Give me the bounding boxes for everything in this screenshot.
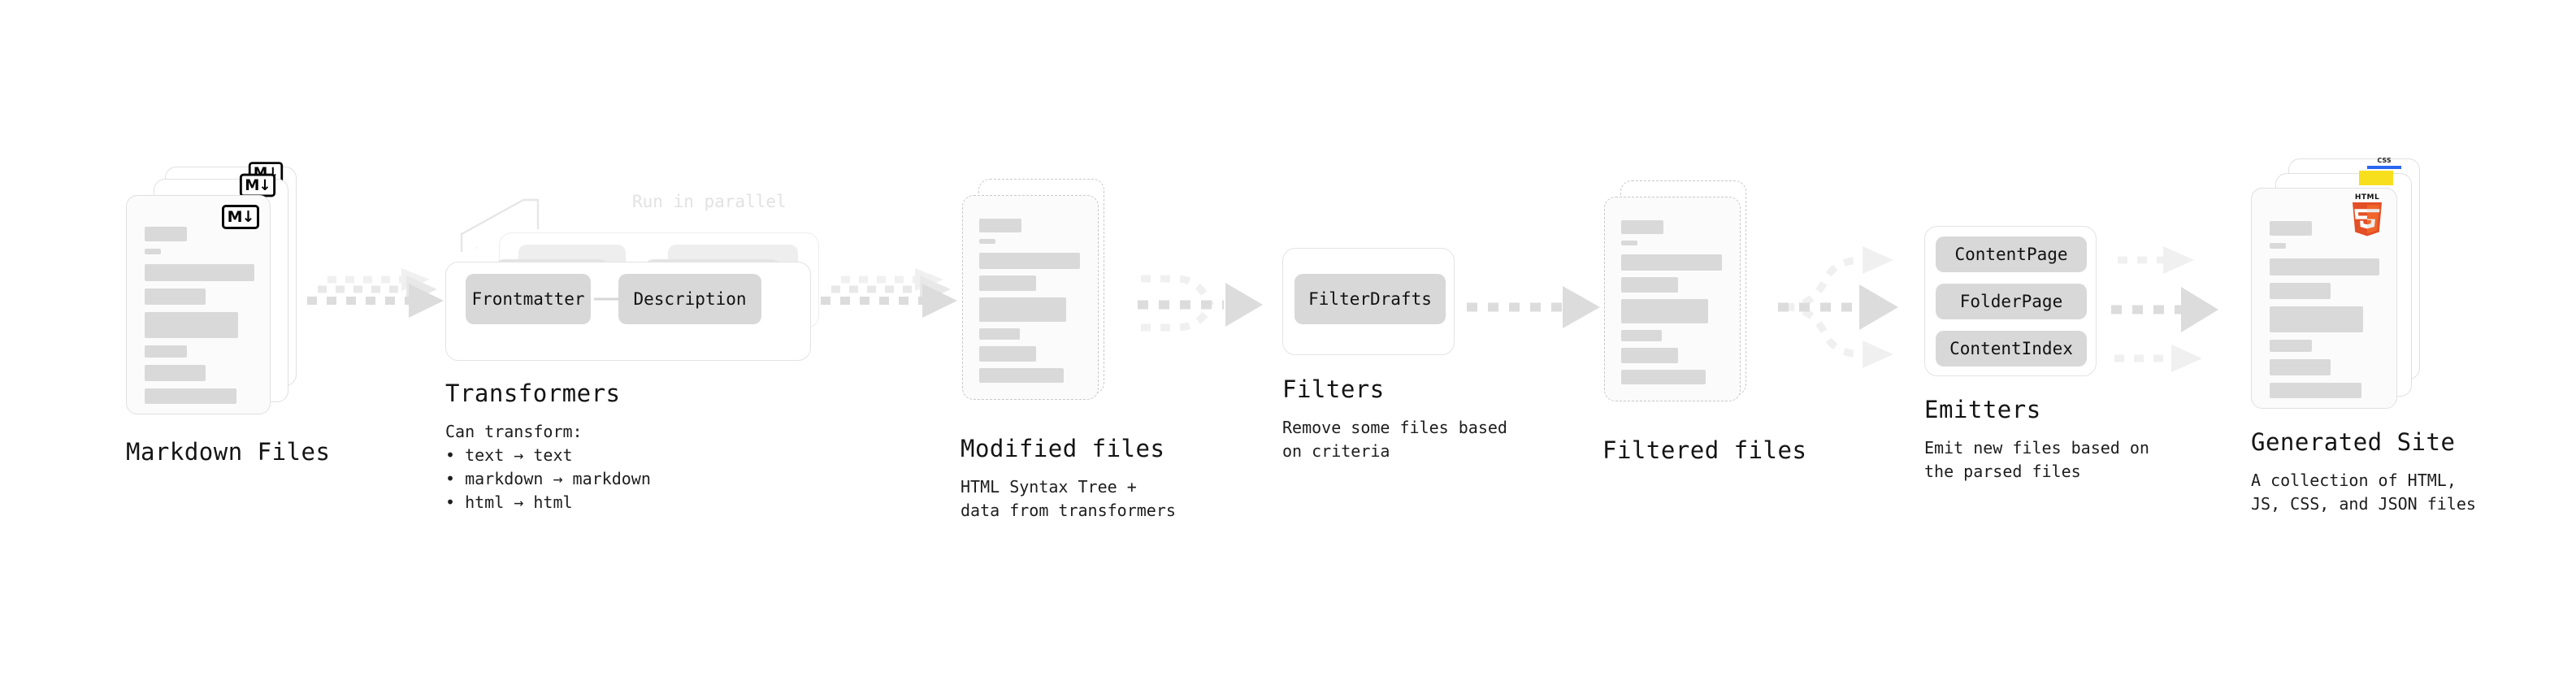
transformer-panel-back-1 (476, 247, 780, 306)
transformer-node-description[interactable]: Description (618, 274, 761, 324)
skeleton-bar (1621, 277, 1678, 293)
emitter-node-label: FolderPage (1959, 292, 2063, 311)
markdown-icon: M↓ (222, 205, 259, 229)
css-icon: CSS (2367, 158, 2401, 169)
stage-modified-files: Modified files HTML Syntax Tree + data f… (961, 179, 1176, 523)
skeleton-bar (2270, 359, 2331, 375)
html5-icon-label: HTML (2354, 193, 2380, 202)
connector-transformers-to-modified (821, 268, 963, 354)
filter-node-label: FilterDrafts (1308, 289, 1432, 309)
stage-title-markdown-files: Markdown Files (126, 438, 331, 466)
stage-title-filtered-files: Filtered files (1602, 436, 1807, 464)
skeleton-bar (979, 297, 1066, 322)
filters-panel[interactable]: FilterDrafts (1282, 248, 1455, 355)
skeleton-bar (145, 345, 187, 358)
transformers-stack: Run in parallel (445, 192, 819, 362)
filtered-card-front (1604, 197, 1741, 401)
stage-transformers: Run in parallel (445, 192, 819, 514)
skeleton-bar (145, 312, 238, 338)
filtered-file-stack (1602, 180, 1769, 416)
skeleton-bar (1621, 299, 1708, 323)
html5-icon: HTML (2349, 193, 2385, 236)
transformer-node-label: Description (633, 289, 747, 309)
emitter-node-contentindex[interactable]: ContentIndex (1936, 331, 2087, 367)
stage-title-generated-site: Generated Site (2251, 428, 2456, 456)
skeleton-bar (145, 365, 206, 381)
stage-emitters: ContentPage FolderPage ContentIndex Emit… (1924, 226, 2149, 484)
stage-subtitle-emitters: Emit new files based on the parsed files (1924, 438, 2149, 481)
stage-markdown-files: M↓ M↓ M↓ Markdown Files (126, 162, 331, 466)
stage-subtitle-generated-site: A collection of HTML, JS, CSS, and JSON … (2251, 471, 2476, 514)
skeleton-bar (2270, 221, 2312, 236)
css-icon-label: CSS (2377, 157, 2392, 164)
skeleton-bar (979, 239, 995, 244)
skeleton-bar (145, 249, 161, 254)
transformer-node-frontmatter[interactable]: Frontmatter (466, 274, 591, 324)
skeleton-bar (2270, 258, 2379, 275)
skeleton-bar (1621, 330, 1662, 341)
generated-site-stack: CSS HTML (2251, 158, 2426, 410)
modified-card-front (962, 195, 1099, 400)
transformer-node-label: Frontmatter (471, 289, 585, 309)
emitter-node-contentpage[interactable]: ContentPage (1936, 236, 2087, 272)
parallel-label: Run in parallel (632, 192, 787, 211)
modified-file-stack (961, 179, 1127, 414)
stage-title-emitters: Emitters (1924, 396, 2041, 423)
markdown-file-stack: M↓ M↓ M↓ (126, 162, 297, 414)
skeleton-bar (145, 264, 254, 281)
parallel-leader-line (460, 198, 540, 252)
skeleton-bar (2270, 340, 2312, 352)
emitter-node-label: ContentPage (1954, 245, 2068, 264)
skeleton-bar (1621, 220, 1663, 234)
connector-emitters-to-site (2111, 234, 2257, 380)
skeleton-bar (145, 227, 187, 241)
skeleton-bar (2270, 383, 2361, 398)
transformer-panel-front[interactable]: Frontmatter Description (445, 262, 811, 361)
stage-subtitle-transformers: Can transform: • text → text • markdown … (445, 422, 651, 512)
stage-filtered-files: Filtered files (1602, 180, 1806, 464)
connector-filters-to-filtered (1467, 286, 1605, 335)
skeleton-bar (1621, 348, 1678, 363)
js-icon (2359, 171, 2393, 185)
skeleton-bar (2270, 243, 2286, 249)
emitters-panel[interactable]: ContentPage FolderPage ContentIndex (1924, 226, 2097, 376)
site-card-front: HTML (2251, 188, 2397, 409)
skeleton-bar (2270, 306, 2363, 332)
skeleton-bar (979, 368, 1064, 383)
skeleton-bar (979, 219, 1021, 232)
markdown-card-front: M↓ (126, 195, 271, 414)
connector-modified-to-filters (1130, 244, 1276, 374)
emitter-node-label: ContentIndex (1949, 339, 2073, 358)
stage-generated-site: CSS HTML (2251, 158, 2476, 516)
transformer-arrow (594, 294, 633, 304)
stage-title-modified-files: Modified files (961, 435, 1165, 462)
markdown-icon-back-1: M↓ (239, 173, 276, 197)
stage-title-filters: Filters (1282, 375, 1385, 403)
skeleton-bar (2270, 283, 2331, 299)
stage-subtitle-modified-files: HTML Syntax Tree + data from transformer… (961, 477, 1176, 520)
stage-filters: FilterDrafts Filters Remove some files b… (1282, 248, 1507, 463)
skeleton-bar (145, 288, 206, 305)
skeleton-bar (1621, 241, 1637, 245)
skeleton-bar (145, 388, 236, 404)
filter-node-filterdrafts[interactable]: FilterDrafts (1295, 274, 1446, 324)
connector-filtered-to-emitters (1778, 236, 1932, 390)
stage-title-transformers: Transformers (445, 380, 621, 407)
skeleton-bar (1621, 370, 1706, 384)
stage-subtitle-filters: Remove some files based on criteria (1282, 418, 1507, 461)
skeleton-bar (979, 346, 1036, 362)
skeleton-bar (979, 253, 1080, 269)
skeleton-bar (979, 275, 1036, 291)
skeleton-bar (979, 328, 1020, 340)
skeleton-bar (1621, 254, 1722, 271)
connector-md-to-transformers (307, 268, 449, 354)
emitter-node-folderpage[interactable]: FolderPage (1936, 284, 2087, 319)
